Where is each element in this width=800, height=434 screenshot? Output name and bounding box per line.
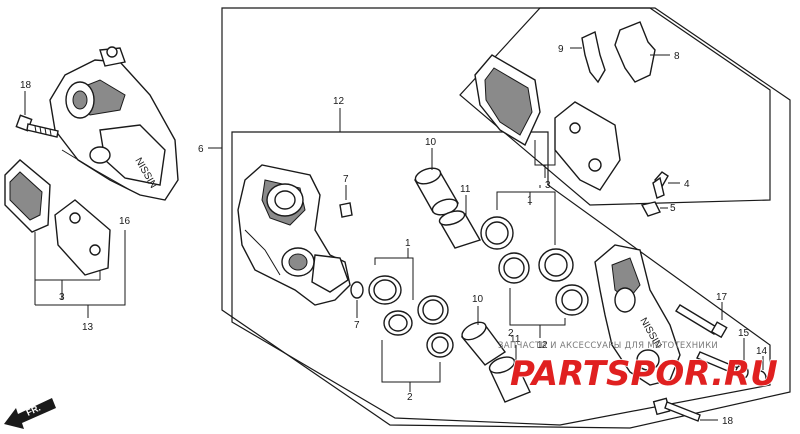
callout-1c: 1 bbox=[537, 340, 543, 351]
callout-labels: 1 1 1 2 2 2 3 3 4 5 6 7 7 8 9 10 10 11 1… bbox=[20, 44, 768, 427]
callout-13: 13 bbox=[82, 322, 94, 333]
caliper-body-frame-12 bbox=[231, 131, 771, 426]
callout-8: 8 bbox=[674, 51, 680, 62]
callout-11a: 11 bbox=[460, 184, 471, 195]
callout-5: 5 bbox=[670, 203, 676, 214]
callout-2a: 2 bbox=[407, 392, 413, 403]
callout-12: 12 bbox=[333, 96, 345, 107]
slide-pin-15 bbox=[696, 338, 749, 380]
piston-11-top bbox=[438, 210, 482, 249]
pad-pin-4 bbox=[652, 171, 680, 199]
callout-2c: 2 bbox=[508, 328, 514, 339]
piston-11-bottom bbox=[488, 356, 531, 403]
piston-seals-1 bbox=[368, 216, 574, 325]
callout-1a: 1 bbox=[405, 238, 411, 249]
leader-lines-left bbox=[34, 230, 126, 318]
callout-4: 4 bbox=[684, 179, 690, 190]
front-direction-arrow-icon: FR. bbox=[4, 398, 56, 429]
callout-15: 15 bbox=[738, 328, 750, 339]
pad-set-frame-3 bbox=[459, 7, 771, 206]
boot-14 bbox=[753, 356, 767, 386]
callout-7b: 7 bbox=[354, 320, 360, 331]
callout-10b: 10 bbox=[472, 294, 484, 305]
leader-lines-frames bbox=[208, 108, 541, 188]
watermark-brand: PARTSPOR.RU bbox=[510, 354, 778, 394]
pad-retainer-9 bbox=[570, 30, 606, 84]
watermark-caption: ЗАПЧАСТИ И АКСЕССУАРЫ ДЛЯ МОТОТЕХНИКИ bbox=[498, 341, 718, 351]
callout-14: 14 bbox=[756, 346, 768, 357]
callout-3a: 3 bbox=[59, 292, 65, 303]
callout-2b: 2 bbox=[542, 340, 548, 351]
bolt-17 bbox=[675, 302, 728, 339]
callout-1b: 1 bbox=[527, 195, 533, 206]
bleeder-valve-7-top bbox=[339, 185, 353, 218]
pad-spring-8 bbox=[614, 21, 670, 83]
left-brake-pads bbox=[4, 159, 111, 276]
bolt-18-bottom bbox=[652, 397, 718, 422]
caliper-assembly-16: NISSIN bbox=[49, 46, 179, 201]
piston-10-bottom bbox=[460, 321, 507, 366]
caliper-body-12 bbox=[237, 164, 351, 306]
callout-6: 6 bbox=[198, 144, 204, 155]
callout-18b: 18 bbox=[722, 416, 734, 427]
bleeder-valve-7-bottom bbox=[350, 281, 364, 318]
caliper-bracket: NISSIN bbox=[594, 244, 681, 386]
callout-16: 16 bbox=[119, 216, 131, 227]
leader-lines-seals bbox=[374, 191, 566, 392]
callout-18a: 18 bbox=[20, 80, 32, 91]
callout-3b: 3 bbox=[545, 180, 551, 191]
dust-seals-2 bbox=[383, 252, 589, 358]
pin-clip-5 bbox=[640, 201, 668, 217]
callout-11b: 11 bbox=[510, 334, 521, 345]
brake-pad-set-3 bbox=[474, 54, 621, 191]
callout-10a: 10 bbox=[425, 137, 437, 148]
callout-7a: 7 bbox=[343, 174, 349, 185]
callout-9: 9 bbox=[558, 44, 564, 55]
bolt-18-top bbox=[15, 91, 59, 138]
assembly-frame-outer bbox=[221, 7, 791, 429]
leader-lines-pistons bbox=[431, 148, 517, 362]
callout-17: 17 bbox=[716, 292, 728, 303]
piston-10-top bbox=[413, 167, 460, 216]
